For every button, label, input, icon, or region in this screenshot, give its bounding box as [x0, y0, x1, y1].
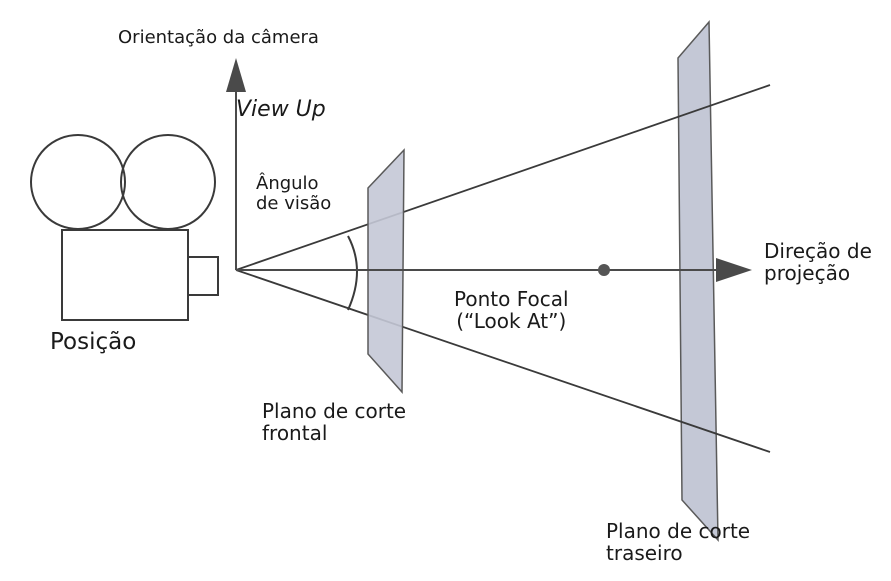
frustum-upper-edge: [235, 84, 771, 271]
camera-body: [61, 229, 189, 321]
back-clipping-plane-label: Plano de corte traseiro: [606, 520, 750, 564]
movie-camera-icon: [30, 134, 219, 321]
camera-orientation-label: Orientação da câmera: [118, 27, 319, 48]
view-frustum: [235, 84, 771, 453]
front-clipping-plane-label-line1: Plano de corte: [262, 399, 407, 423]
view-up-label: View Up: [236, 97, 326, 122]
focal-point-label: Ponto Focal (“Look At”): [454, 288, 569, 332]
camera-reel-right: [120, 134, 216, 230]
back-clipping-plane-label-line1: Plano de corte: [606, 519, 751, 543]
camera-lens: [187, 256, 219, 296]
dot-icon: [598, 264, 610, 276]
arrow-up-icon: [226, 58, 246, 92]
front-clipping-plane-label-line2: frontal: [262, 421, 328, 445]
camera-reel-left: [30, 134, 126, 230]
focal-point-label-line1: Ponto Focal: [454, 287, 569, 311]
view-angle-label: Ângulo de visão: [256, 174, 331, 214]
view-angle-label-line2: de visão: [256, 192, 332, 214]
focal-point-label-line2: (“Look At”): [456, 309, 567, 333]
view-angle-label-line1: Ângulo: [256, 173, 319, 194]
projection-direction-label: Direção de projeção: [764, 240, 872, 284]
front-clipping-plane-label: Plano de corte frontal: [262, 400, 406, 444]
view-angle-arc: [347, 235, 358, 311]
frustum-lower-edge: [235, 269, 771, 453]
projection-direction-label-line2: projeção: [764, 261, 851, 285]
back-clipping-plane: [677, 20, 719, 542]
back-clipping-plane-label-line2: traseiro: [606, 541, 683, 565]
projection-direction-label-line1: Direção de: [764, 239, 872, 263]
position-label: Posição: [50, 329, 137, 355]
arrow-right-icon: [716, 258, 752, 282]
